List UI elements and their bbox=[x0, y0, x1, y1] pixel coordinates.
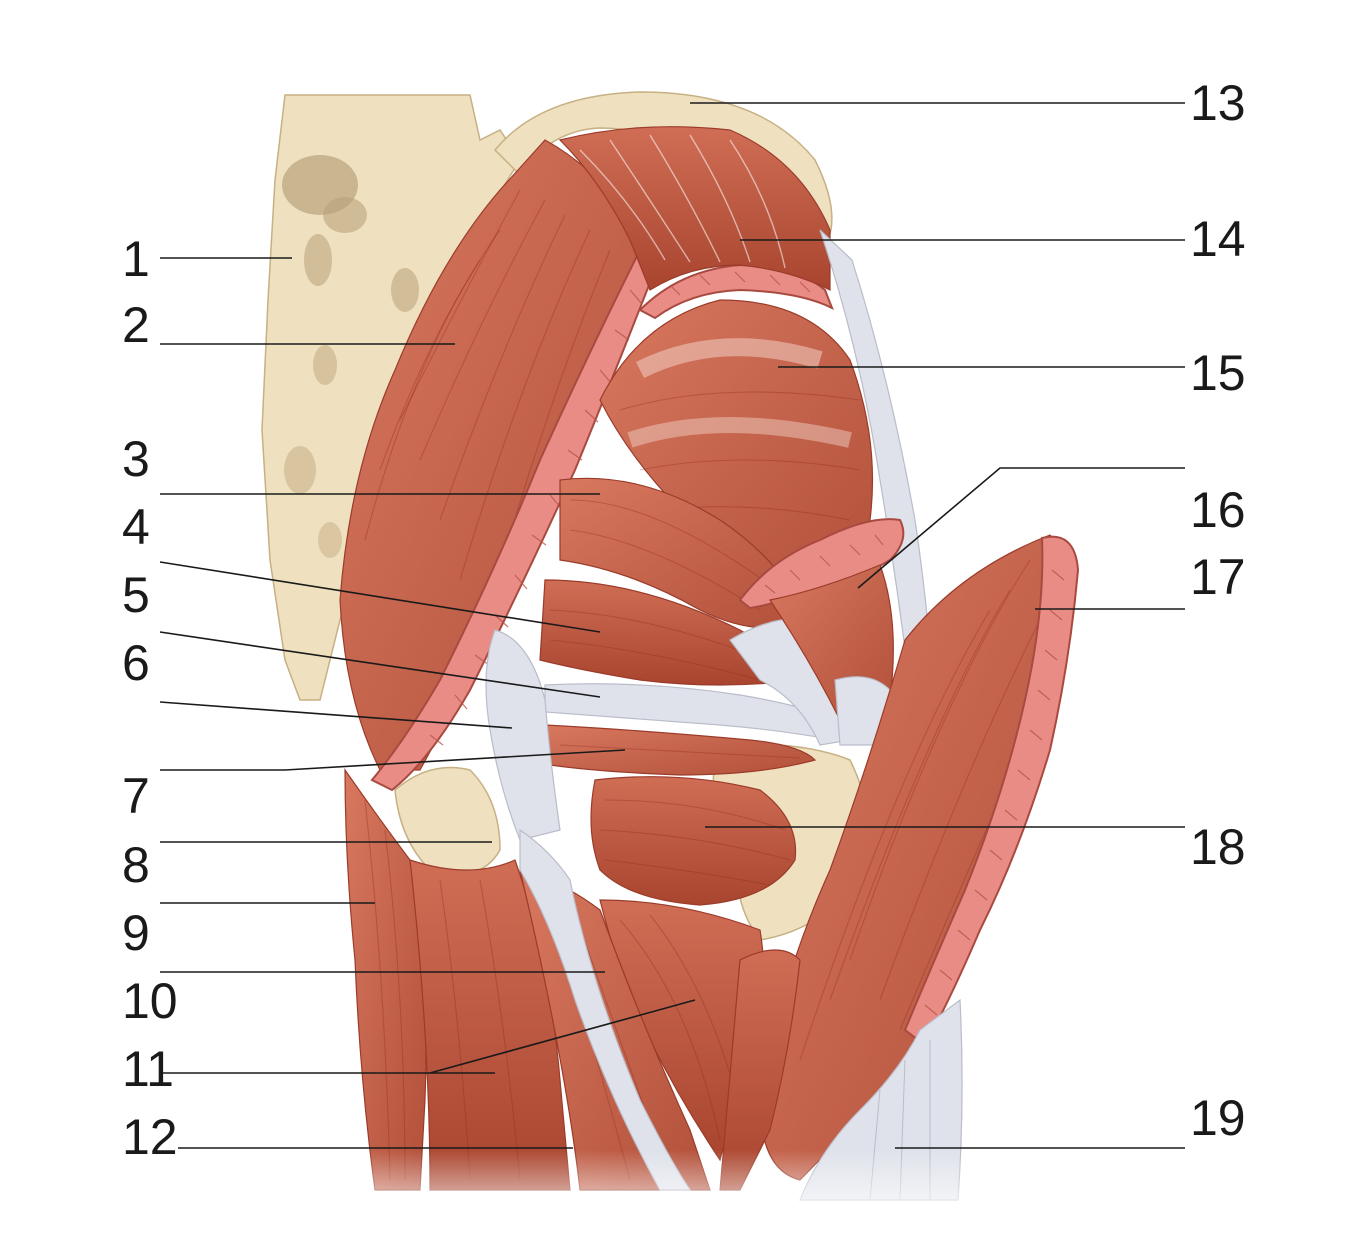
label-12: 12 bbox=[122, 1109, 178, 1165]
label-3: 3 bbox=[122, 431, 150, 487]
label-13: 13 bbox=[1190, 75, 1246, 131]
iliac-crest-bone bbox=[493, 91, 833, 241]
leader-lines bbox=[159, 102, 1185, 1149]
leader-4 bbox=[159, 561, 601, 633]
label-16: 16 bbox=[1190, 482, 1246, 538]
leader-7 bbox=[160, 749, 626, 771]
gluteus-medius-muscle bbox=[558, 126, 831, 291]
label-1: 1 bbox=[122, 231, 150, 287]
gluteus-minimus-muscle bbox=[599, 299, 874, 601]
label-2: 2 bbox=[122, 297, 150, 353]
leader-16 bbox=[857, 467, 1185, 589]
inferior-gemellus-muscle bbox=[544, 724, 817, 776]
bottom-fade bbox=[300, 1150, 1020, 1233]
leader-5 bbox=[159, 631, 601, 698]
label-15: 15 bbox=[1190, 345, 1246, 401]
label-14: 14 bbox=[1190, 211, 1246, 267]
label-18: 18 bbox=[1190, 819, 1246, 875]
label-6: 6 bbox=[122, 635, 150, 691]
vastus-lateralis-muscle bbox=[719, 949, 801, 1191]
number-labels: 1 2 3 4 5 6 7 8 9 10 11 12 13 14 15 16 1… bbox=[122, 75, 1246, 1165]
label-7: 7 bbox=[122, 768, 150, 824]
quadratus-femoris-muscle bbox=[590, 776, 797, 906]
gluteus-medius-insertion-cut bbox=[738, 518, 905, 746]
gluteus-maximus-cut-edge bbox=[370, 248, 660, 792]
label-9: 9 bbox=[122, 905, 150, 961]
hamstring-muscles bbox=[344, 768, 711, 1191]
gluteus-medius-cut-edge bbox=[638, 263, 834, 320]
label-8: 8 bbox=[122, 837, 150, 893]
gluteus-maximus-muscle bbox=[339, 139, 651, 771]
label-10: 10 bbox=[122, 973, 178, 1029]
label-4: 4 bbox=[122, 499, 150, 555]
label-19: 19 bbox=[1190, 1090, 1246, 1146]
label-11: 11 bbox=[122, 1041, 174, 1097]
label-17: 17 bbox=[1190, 549, 1246, 605]
label-5: 5 bbox=[122, 567, 150, 623]
leader-6 bbox=[159, 701, 513, 729]
